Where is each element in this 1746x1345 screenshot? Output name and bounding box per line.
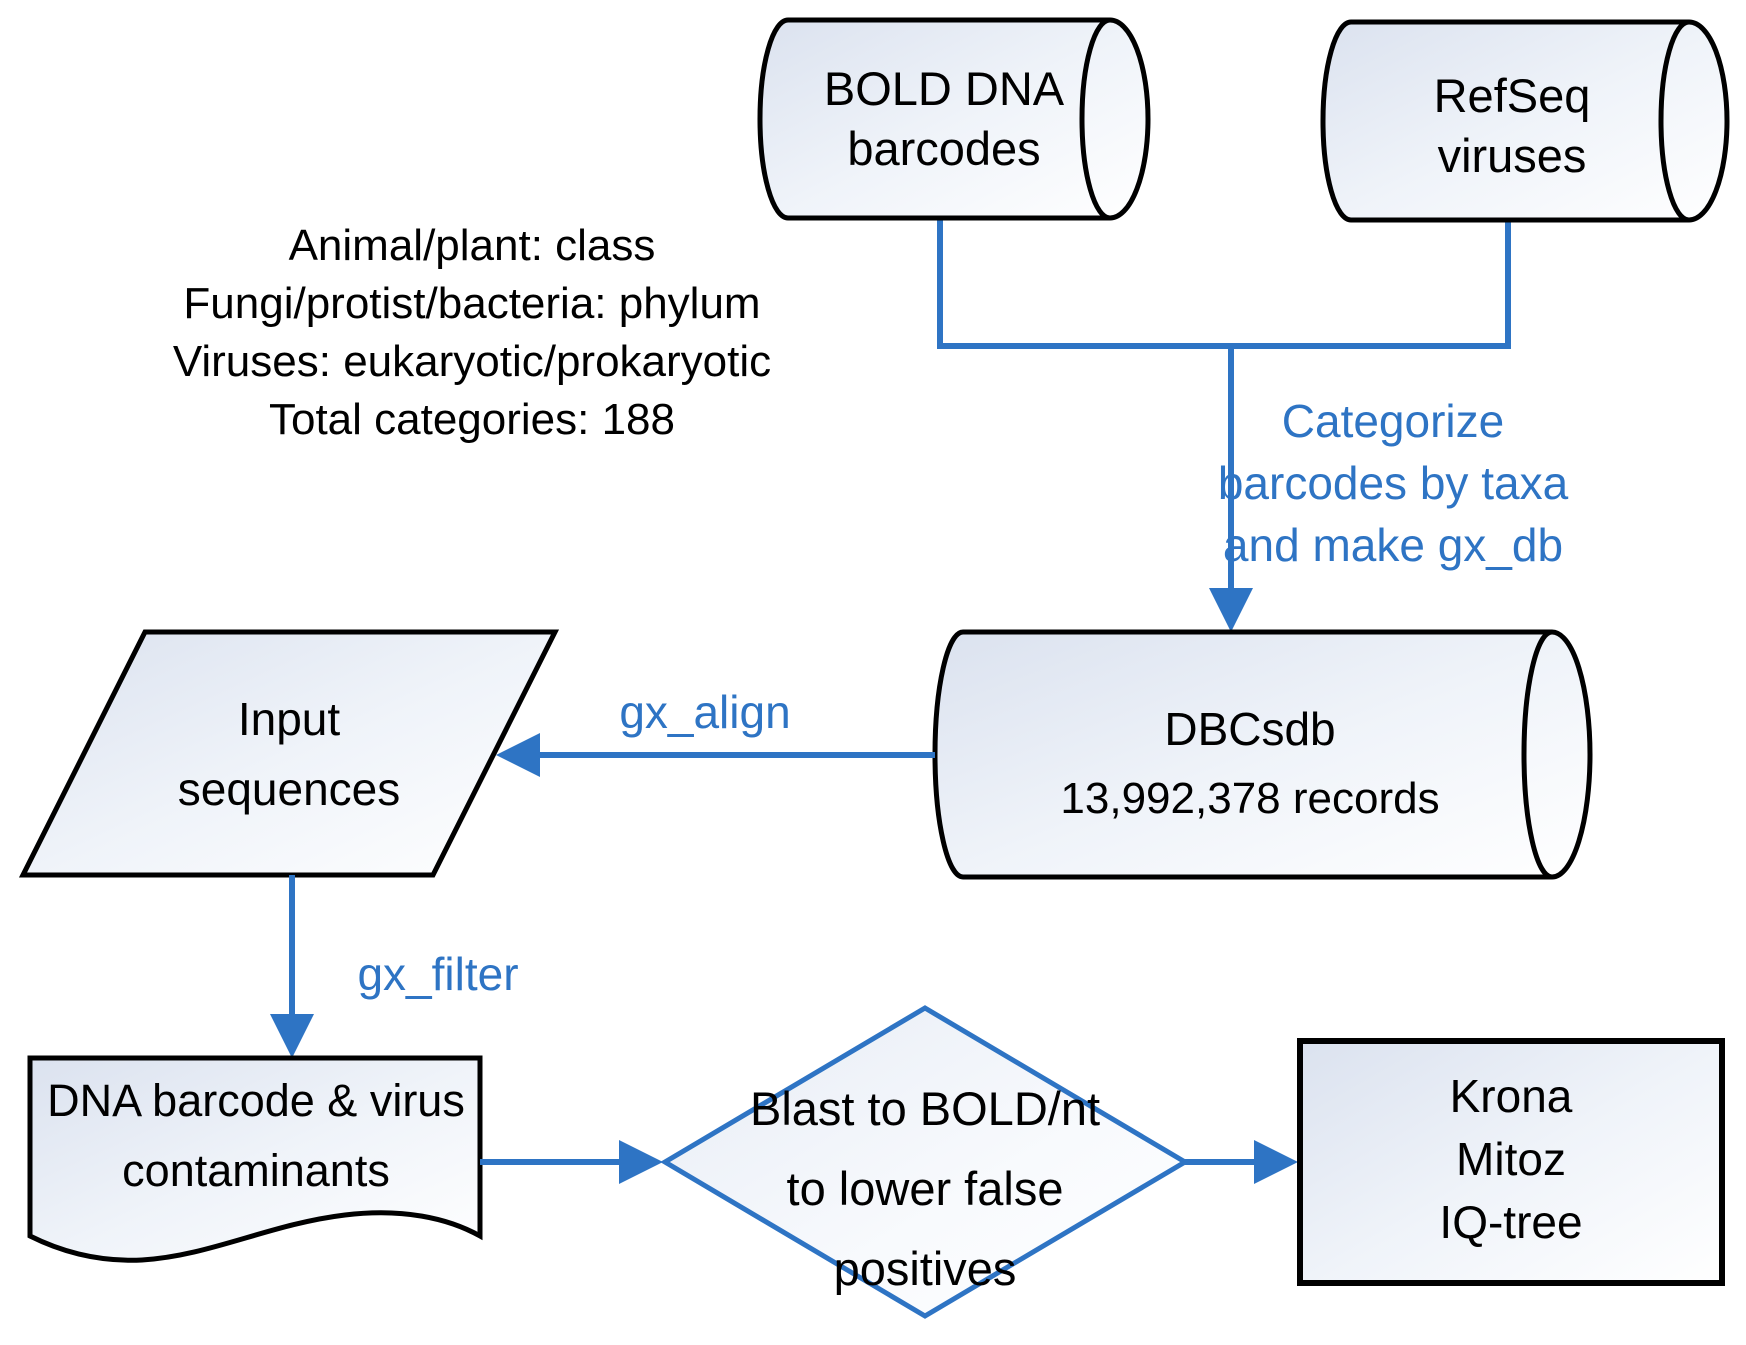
- node-refseq-cylinder: RefSeq viruses: [1320, 19, 1730, 223]
- dbcsdb-cylinder-cap: [1521, 629, 1553, 880]
- info-line-2: Fungi/protist/bacteria: phylum: [183, 279, 760, 328]
- info-line-4: Total categories: 188: [269, 395, 675, 444]
- outputs-label-line2: Mitoz: [1456, 1133, 1566, 1185]
- arrowhead-down-into-document-icon: [270, 1014, 314, 1058]
- node-bold-dna-cylinder: BOLD DNA barcodes: [757, 17, 1151, 221]
- blast-label-line2: to lower false: [787, 1162, 1064, 1215]
- contaminants-document-shape: [27, 1055, 483, 1263]
- refseq-cylinder-cap: [1658, 19, 1690, 223]
- arrow-blast-to-outputs: [1185, 1140, 1298, 1184]
- arrow-doc-to-blast: [480, 1140, 663, 1184]
- refseq-label-line2: viruses: [1438, 129, 1587, 182]
- arrow-gx-filter: gx_filter: [270, 875, 519, 1058]
- bold-dna-label-line1: BOLD DNA: [824, 62, 1065, 115]
- contaminants-label-line1: DNA barcode & virus: [47, 1075, 465, 1126]
- refseq-label-line1: RefSeq: [1434, 69, 1591, 122]
- blast-label-line1: Blast to BOLD/nt: [750, 1082, 1100, 1135]
- node-dbcsdb-cylinder: DBCsdb 13,992,378 records: [932, 629, 1593, 880]
- input-sequences-label-line2: sequences: [178, 763, 401, 815]
- node-input-sequences-parallelogram: Input sequences: [18, 629, 560, 878]
- blast-label-line3: positives: [834, 1242, 1017, 1295]
- input-sequences-label-line1: Input: [238, 693, 341, 745]
- input-sequences-shape: [18, 629, 560, 878]
- label-categorize: Categorize barcodes by taxa and make gx_…: [1218, 395, 1569, 571]
- arrow-gx-align: gx_align: [496, 686, 935, 777]
- gx-align-label: gx_align: [619, 686, 790, 738]
- node-blast-decision-diamond: Blast to BOLD/nt to lower false positive…: [660, 1005, 1190, 1319]
- connector-merge-lines: [937, 218, 1511, 632]
- gx-filter-label: gx_filter: [357, 948, 518, 1000]
- arrowhead-right-into-diamond-icon: [619, 1140, 663, 1184]
- bold-dna-cylinder-cap: [1079, 17, 1111, 221]
- outputs-rectangle-shape: [1297, 1038, 1725, 1286]
- dbcsdb-label-line1: DBCsdb: [1164, 703, 1335, 755]
- arrowhead-right-into-outputs-icon: [1254, 1140, 1298, 1184]
- info-line-3: Viruses: eukaryotic/prokaryotic: [173, 337, 771, 386]
- outputs-label-line3: IQ-tree: [1439, 1196, 1582, 1248]
- arrowhead-left-into-input-icon: [496, 733, 540, 777]
- info-line-1: Animal/plant: class: [289, 221, 656, 270]
- info-text-block: Animal/plant: class Fungi/protist/bacter…: [173, 221, 771, 444]
- bold-dna-label-line2: barcodes: [847, 122, 1040, 175]
- dbcsdb-label-line2: 13,992,378 records: [1060, 774, 1439, 823]
- node-outputs-rectangle: Krona Mitoz IQ-tree: [1297, 1038, 1725, 1286]
- categorize-label-line1: Categorize: [1282, 395, 1504, 447]
- outputs-label-line1: Krona: [1450, 1070, 1573, 1122]
- categorize-label-line3: and make gx_db: [1223, 519, 1563, 571]
- contaminants-label-line2: contaminants: [122, 1145, 390, 1196]
- arrowhead-into-dbcsdb-icon: [1209, 588, 1253, 632]
- categorize-label-line2: barcodes by taxa: [1218, 457, 1569, 509]
- node-contaminants-document: DNA barcode & virus contaminants: [27, 1055, 483, 1263]
- connector-merge-path: [937, 218, 1511, 349]
